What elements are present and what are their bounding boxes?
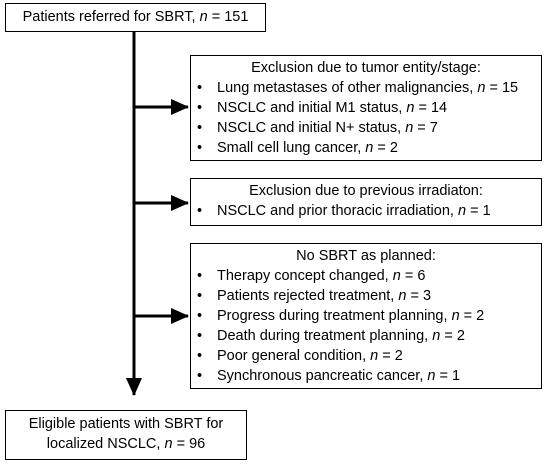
list-item: •Patients rejected treatment, n = 3 [197,288,432,304]
list-item: •NSCLC and initial N+ status, n = 7 [197,120,438,136]
exclusion-tumor-title: Exclusion due to tumor entity/stage: [251,60,481,76]
no-sbrt-title: No SBRT as planned: [296,248,436,264]
exclusion-irradiation-title: Exclusion due to previous irradiaton: [249,183,483,199]
eligible-line-1: Eligible patients with SBRT for [28,416,224,432]
list-item: •Death during treatment planning, n = 2 [197,328,465,344]
referred-text: Patients referred for SBRT, n = 151 [22,9,249,25]
eligible-box: Eligible patients with SBRT for localize… [5,410,247,460]
list-item: •Small cell lung cancer, n = 2 [197,140,398,156]
exclusion-irradiation-box: Exclusion due to previous irradiaton: •N… [190,178,542,226]
list-item: •NSCLC and initial M1 status, n = 14 [197,100,448,116]
list-item: •Therapy concept changed, n = 6 [197,268,426,284]
exclusion-tumor-box: Exclusion due to tumor entity/stage: •Lu… [190,55,542,161]
list-item: •Progress during treatment planning, n =… [197,308,485,324]
list-item: •Lung metastases of other malignancies, … [197,80,519,96]
referred-box: Patients referred for SBRT, n = 151 [5,3,266,32]
list-item: •NSCLC and prior thoracic irradiation, n… [197,203,491,219]
no-sbrt-box: No SBRT as planned: •Therapy concept cha… [190,243,542,389]
list-item: •Poor general condition, n = 2 [197,348,403,364]
list-item: •Synchronous pancreatic cancer, n = 1 [197,368,461,384]
eligible-line-2: localized NSCLC, n = 96 [46,436,206,452]
